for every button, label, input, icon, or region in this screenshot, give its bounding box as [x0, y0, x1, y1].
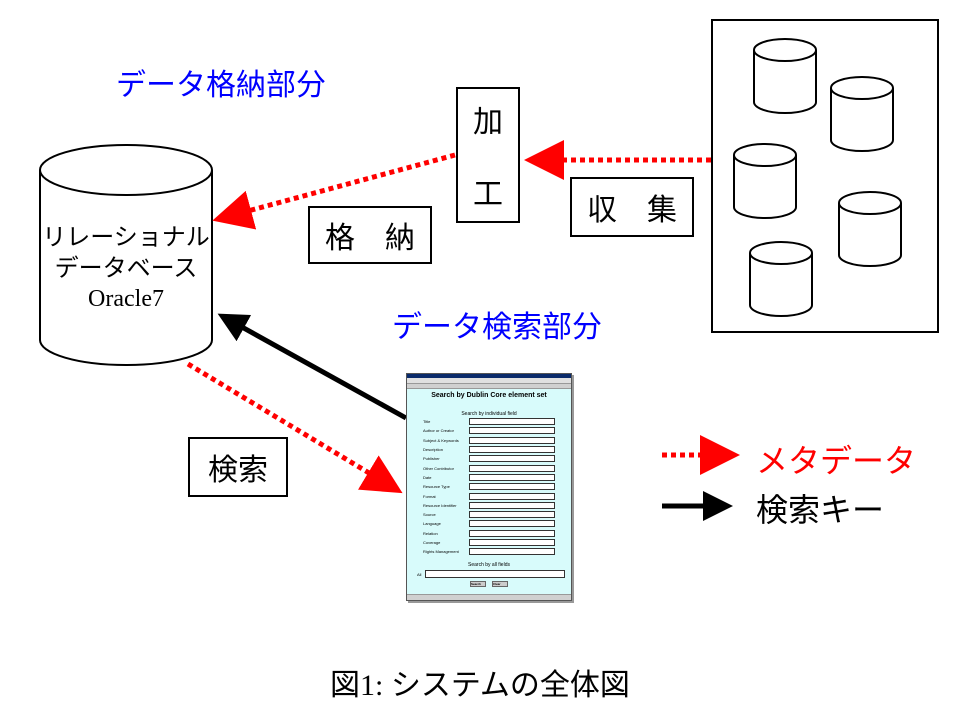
- search-all-row: All: [407, 570, 571, 579]
- search-all-input[interactable]: [425, 570, 565, 579]
- legend-metadata-label: メタデータ: [756, 442, 917, 480]
- search-field-label: Language: [423, 521, 441, 527]
- search-field-label: Resource Type: [423, 484, 450, 490]
- search-field-label: Publisher: [423, 456, 440, 462]
- legend-search-key-label: 検索キー: [756, 491, 885, 529]
- search-field-row: Subject & Keywords: [407, 436, 571, 445]
- search-field-label: Subject & Keywords: [423, 437, 459, 443]
- search-field-input[interactable]: [469, 436, 555, 444]
- window-toolbar: [407, 384, 571, 389]
- search-field-input[interactable]: [469, 446, 555, 454]
- search-key-arrow: [217, 313, 408, 421]
- search-result-arrow: [186, 361, 403, 494]
- process-label-top: 加: [473, 105, 503, 140]
- window-menubar: [407, 378, 571, 384]
- search-field-row: Source: [407, 510, 571, 519]
- search-field-input[interactable]: [469, 455, 555, 463]
- source-db-2: [830, 76, 894, 152]
- search-all-label: All: [417, 571, 422, 577]
- search-field-input[interactable]: [469, 539, 555, 546]
- search-field-label: Rights Management: [423, 549, 459, 555]
- search-field-label: Format: [423, 493, 436, 499]
- source-db-1: [753, 38, 817, 114]
- search-form-title: Search by Dublin Core element set: [431, 392, 547, 399]
- search-field-row: Description: [407, 445, 571, 454]
- search-field-row: Relation: [407, 529, 571, 538]
- search-clear-button[interactable]: Clear: [492, 581, 508, 588]
- database-label: リレーショナル データベース Oracle7: [40, 222, 212, 315]
- search-field-input[interactable]: [469, 427, 555, 435]
- database-cylinder: [39, 144, 213, 366]
- store-box: 格 納: [308, 206, 432, 264]
- search-field-label: Coverage: [423, 540, 441, 545]
- search-field-row: Author or Creator: [407, 426, 571, 435]
- search-all-subtitle: Search by all fields: [468, 562, 510, 569]
- search-field-input[interactable]: [469, 473, 555, 481]
- search-field-label: Author or Creator: [423, 428, 454, 434]
- process-label-bottom: 工: [473, 177, 503, 212]
- source-db-4: [838, 191, 902, 267]
- search-field-input[interactable]: [469, 464, 555, 472]
- window-statusbar: [407, 594, 571, 600]
- search-field-input[interactable]: [469, 492, 555, 500]
- search-field-label: Description: [423, 447, 444, 453]
- source-db-5: [749, 241, 813, 317]
- search-field-input[interactable]: [469, 511, 555, 519]
- search-field-row: Title: [407, 417, 571, 426]
- search-field-label: Other Contributor: [423, 465, 454, 471]
- storage-section-title: データ格納部分: [116, 68, 326, 103]
- search-field-input[interactable]: [469, 501, 555, 509]
- search-field-input[interactable]: [469, 418, 555, 426]
- database-label-line1: リレーショナル: [42, 223, 210, 251]
- search-field-label: Title: [423, 419, 431, 425]
- search-field-row: Other Contributor: [407, 463, 571, 472]
- process-box: 加 工: [456, 87, 520, 223]
- search-field-input[interactable]: [469, 529, 555, 537]
- search-field-label: Date: [423, 474, 432, 480]
- search-field-label: Source: [423, 512, 436, 518]
- search-field-row: Resource Identifier: [407, 501, 571, 510]
- search-field-label: Resource Identifier: [423, 502, 457, 508]
- search-section-title: データ検索部分: [392, 310, 602, 345]
- search-field-input[interactable]: [469, 520, 555, 528]
- search-field-row: Coverage: [407, 538, 571, 547]
- search-field-row: Publisher: [407, 454, 571, 463]
- search-field-label: Relation: [423, 530, 438, 536]
- search-field-input[interactable]: [469, 483, 555, 491]
- window-titlebar: [407, 374, 571, 378]
- search-field-row: Language: [407, 519, 571, 528]
- search-field-row: Resource Type: [407, 482, 571, 491]
- search-form-subtitle: Search by individual field: [461, 411, 517, 417]
- search-form-window: Search by Dublin Core element set Search…: [406, 373, 572, 601]
- collect-box: 収 集: [570, 177, 694, 237]
- search-form-buttons: Search Clear: [407, 581, 571, 588]
- figure-caption: 図1: システムの全体図: [330, 669, 630, 702]
- search-field-row: Format: [407, 491, 571, 500]
- source-db-3: [733, 143, 797, 219]
- database-label-line3: Oracle7: [88, 286, 164, 312]
- search-box: 検索: [188, 437, 288, 497]
- search-field-row: Rights Management: [407, 547, 571, 556]
- database-label-line2: データベース: [54, 254, 198, 282]
- search-submit-button[interactable]: Search: [470, 581, 486, 588]
- search-field-row: Date: [407, 473, 571, 482]
- store-arrow: [212, 152, 456, 230]
- search-field-input[interactable]: [469, 548, 555, 556]
